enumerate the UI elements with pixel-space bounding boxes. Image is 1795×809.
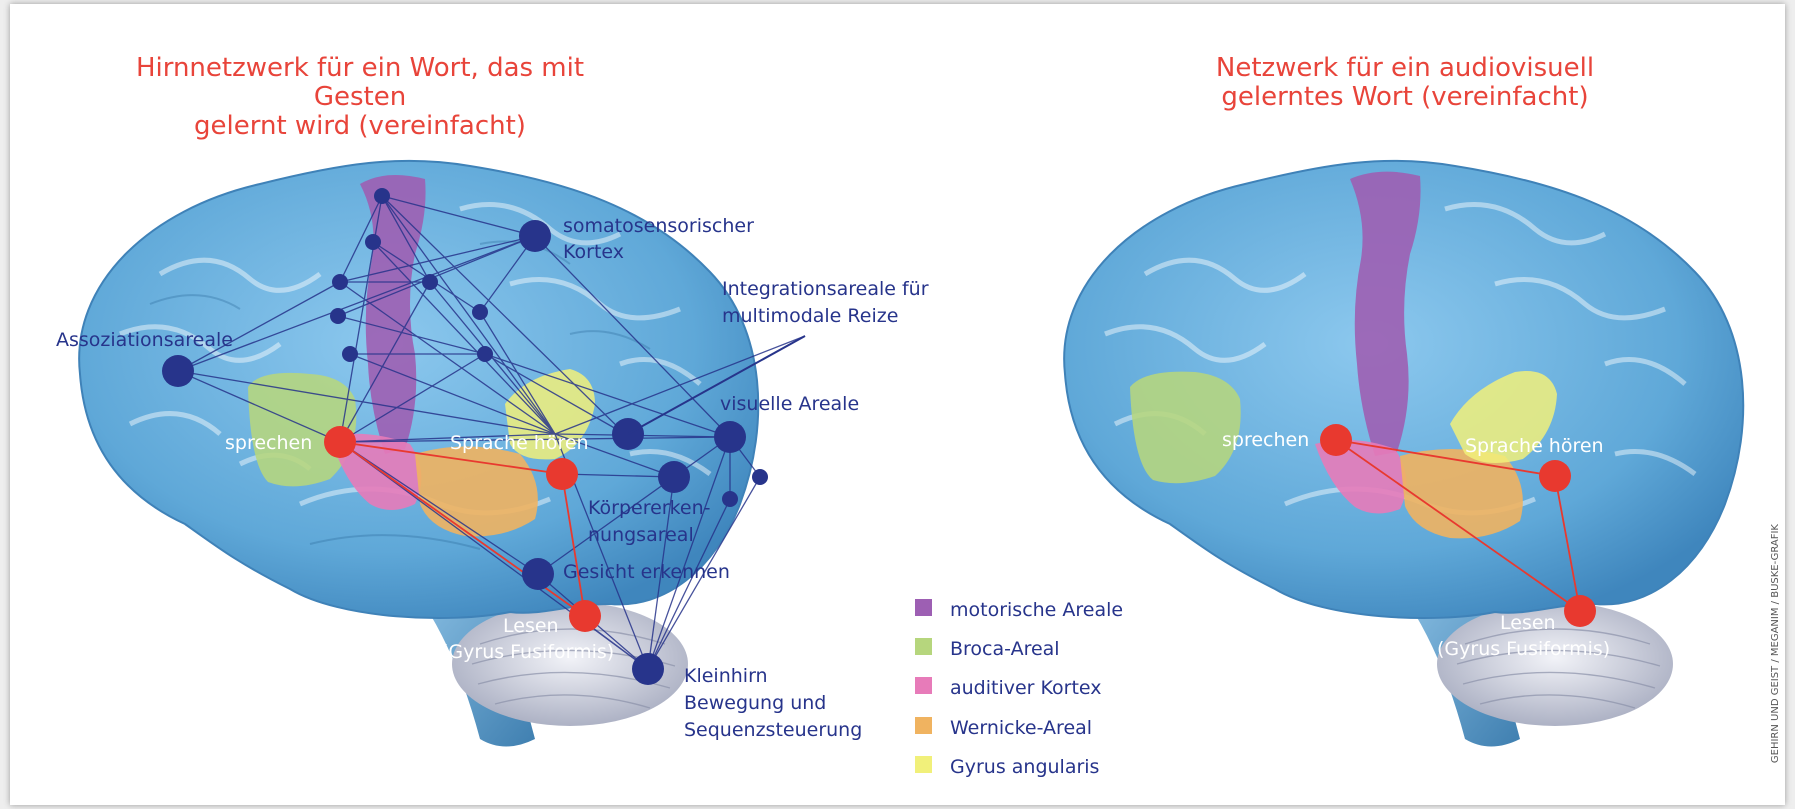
label-read-1: Lesen <box>503 615 559 637</box>
image-credit: GEHIRN UND GEIST / MEGANIM / BUSKE-GRAFI… <box>1770 524 1781 764</box>
right-red-nodes <box>1320 424 1596 627</box>
node-visual-2 <box>752 469 768 485</box>
legend-swatch-broca <box>915 638 932 655</box>
legend-swatch-wernicke <box>915 717 932 734</box>
label-face: Gesicht erkennen <box>563 561 730 583</box>
legend-label-angular: Gyrus angularis <box>950 756 1099 778</box>
right-label-read-1: Lesen <box>1500 612 1556 634</box>
label-cerebellum-1: Kleinhirn <box>684 665 768 687</box>
label-body-1: Körpererken- <box>588 497 711 519</box>
right-cerebellum-folds <box>1456 628 1661 709</box>
node-motor-1 <box>374 188 390 204</box>
node-speak <box>324 426 356 458</box>
node-sensory-3 <box>477 346 493 362</box>
right-node-speak <box>1320 424 1352 456</box>
legend: motorische Areale Broca-Areal auditiver … <box>915 599 1123 778</box>
legend-swatch-motor <box>915 599 932 616</box>
legend-swatch-auditory <box>915 677 932 694</box>
right-auditory-cortex <box>1315 440 1407 514</box>
node-motor-3 <box>332 274 348 290</box>
diagram-canvas: somatosensorischer Kortex Integrationsar… <box>56 159 1745 778</box>
right-red-lines <box>1335 439 1581 612</box>
node-visual <box>714 421 746 453</box>
left-blue-nodes <box>162 188 768 685</box>
label-body-2: nungsareal <box>588 524 694 546</box>
label-read-2: (Gyrus Fusiformis) <box>441 641 614 663</box>
node-sensory-2 <box>472 304 488 320</box>
left-angular-gyrus <box>505 369 595 460</box>
right-wernicke-area <box>1400 449 1523 539</box>
node-hear <box>546 458 578 490</box>
left-diagram-title: Hirnnetzwerk für ein Wort, das mit Geste… <box>135 53 585 141</box>
label-integration-1: Integrationsareale für <box>722 278 929 300</box>
node-motor-4 <box>330 308 346 324</box>
left-broca-area <box>248 372 357 487</box>
legend-label-broca: Broca-Areal <box>950 638 1060 660</box>
node-sensory-1 <box>422 274 438 290</box>
right-node-read <box>1564 595 1596 627</box>
left-red-nodes <box>324 426 601 632</box>
figure-frame: Hirnnetzwerk für ein Wort, das mit Geste… <box>10 4 1785 805</box>
right-node-hear <box>1539 460 1571 492</box>
label-association: Assoziationsareale <box>56 329 233 351</box>
right-broca-area <box>1130 371 1241 484</box>
node-somatosensory <box>519 220 551 252</box>
label-integration-2: multimodale Reize <box>722 305 898 327</box>
node-cerebellum <box>632 653 664 685</box>
legend-label-auditory: auditiver Kortex <box>950 677 1102 699</box>
legend-label-motor: motorische Areale <box>950 599 1123 621</box>
right-label-speak: sprechen <box>1222 429 1309 451</box>
left-auditory-cortex <box>330 433 422 510</box>
node-visual-3 <box>722 491 738 507</box>
node-body <box>658 461 690 493</box>
label-hear: Sprache hören <box>450 432 589 454</box>
right-diagram-title: Netzwerk für ein audiovisuell gelerntes … <box>1215 53 1595 112</box>
left-cerebellum <box>452 602 688 726</box>
right-label-read-2: (Gyrus Fusiformis) <box>1437 638 1610 660</box>
right-label-hear: Sprache hören <box>1465 435 1604 457</box>
node-read <box>569 600 601 632</box>
label-somatosensory-2: Kortex <box>563 241 624 263</box>
node-motor-2 <box>365 234 381 250</box>
left-network-lines <box>177 195 806 670</box>
integration-leader-line <box>627 335 806 435</box>
node-association <box>162 355 194 387</box>
label-speak: sprechen <box>225 432 312 454</box>
legend-label-wernicke: Wernicke-Areal <box>950 717 1092 739</box>
left-wernicke-area <box>415 446 538 537</box>
node-face <box>522 558 554 590</box>
label-somatosensory-1: somatosensorischer <box>563 215 754 237</box>
right-motor-area <box>1350 171 1421 457</box>
label-visual: visuelle Areale <box>720 393 859 415</box>
label-cerebellum-2: Bewegung und <box>684 692 826 714</box>
node-motor-5 <box>342 346 358 362</box>
legend-swatch-angular <box>915 756 932 773</box>
label-cerebellum-3: Sequenzsteuerung <box>684 719 862 741</box>
right-cerebellum <box>1437 602 1673 726</box>
right-angular-gyrus <box>1450 370 1557 463</box>
right-brain <box>1063 159 1745 747</box>
left-cerebrum <box>78 159 760 620</box>
